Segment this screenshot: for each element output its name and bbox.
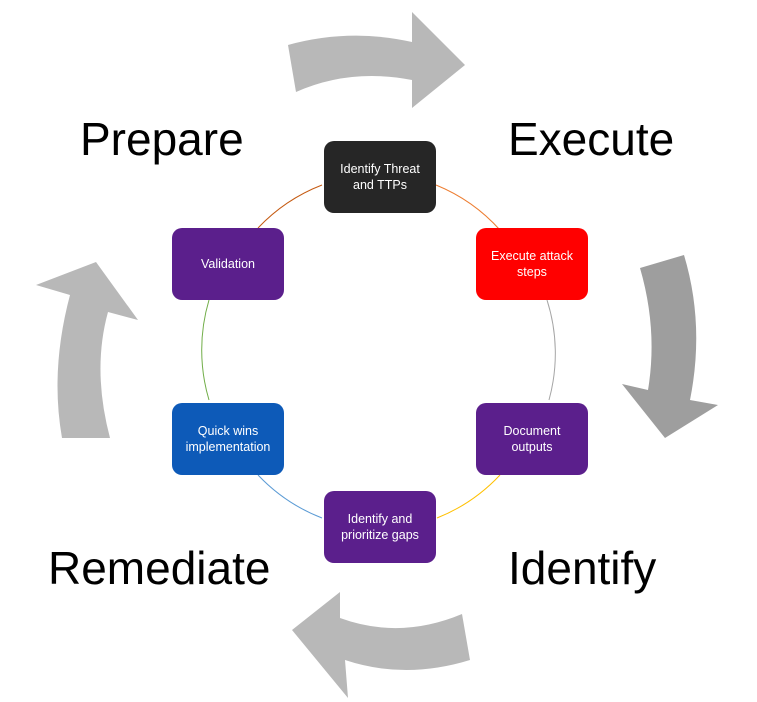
- step-identify-threat: Identify Threat and TTPs: [324, 141, 436, 213]
- step-quick-wins: Quick wins implementation: [172, 403, 284, 475]
- phase-label-prepare: Prepare: [80, 113, 244, 165]
- arrow-execute-to-identify: [622, 255, 718, 438]
- connector-document-to-gaps: [436, 474, 501, 519]
- connector-gaps-to-quickwins: [257, 474, 323, 519]
- phase-label-execute: Execute: [508, 113, 675, 165]
- step-document-outputs: Document outputs: [476, 403, 588, 475]
- phase-label-remediate: Remediate: [48, 542, 271, 594]
- connector-validation-to-identify: [257, 184, 323, 229]
- arrow-remediate-to-prepare: [36, 262, 138, 438]
- step-execute-attack: Execute attack steps: [476, 228, 588, 300]
- arrow-identify-to-remediate: [292, 592, 470, 698]
- step-validation: Validation: [172, 228, 284, 300]
- connector-quickwins-to-validation: [201, 299, 210, 401]
- connector-identify-to-execute: [435, 184, 501, 231]
- connector-execute-to-document: [546, 299, 556, 401]
- arrow-prepare-to-execute: [288, 12, 465, 108]
- cycle-connectors: [201, 184, 556, 519]
- step-identify-gaps: Identify and prioritize gaps: [324, 491, 436, 563]
- phase-arrows: [36, 12, 718, 698]
- phase-label-identify: Identify: [508, 542, 657, 594]
